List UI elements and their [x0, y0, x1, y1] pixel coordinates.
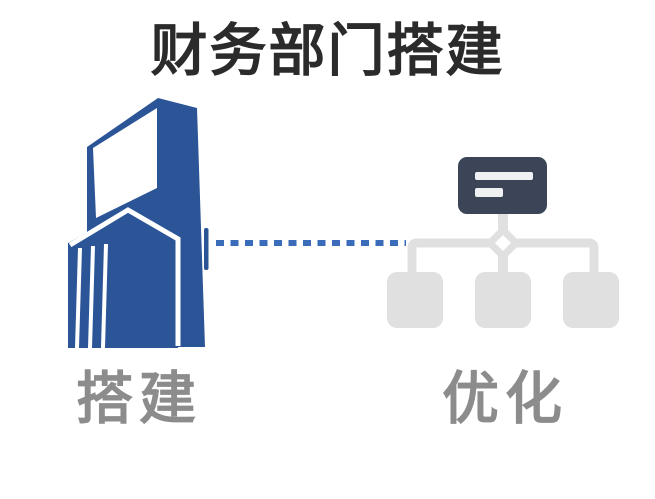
building-roof-outline	[68, 207, 181, 346]
building-stripe	[101, 243, 108, 349]
org-header-card	[458, 157, 547, 214]
org-chart-icon	[387, 157, 619, 328]
org-header-bar-long	[475, 172, 533, 180]
connector-tick	[204, 228, 209, 270]
org-header-bar-short	[475, 188, 503, 197]
page-title: 财务部门搭建	[150, 19, 505, 83]
label-build: 搭建	[76, 367, 202, 431]
org-child-box	[387, 272, 443, 328]
building-window	[93, 108, 157, 218]
org-child-box	[475, 272, 531, 328]
org-diamond-inner	[495, 235, 511, 251]
building-icon	[68, 98, 209, 349]
building-stripe	[88, 245, 95, 349]
building-front	[68, 209, 178, 348]
dotted-connector-line	[216, 240, 406, 246]
org-child-box	[563, 272, 619, 328]
building-stripe	[75, 247, 82, 349]
label-optimize: 优化	[442, 367, 568, 431]
